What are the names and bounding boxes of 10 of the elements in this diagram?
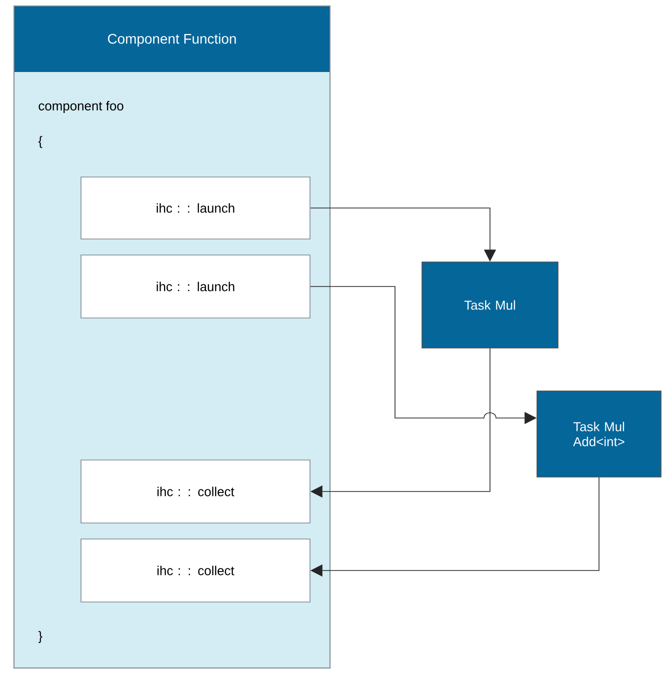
call-box: ihc : : collect xyxy=(80,460,310,524)
panel-title: Component Function xyxy=(108,34,236,46)
call-box: ihc : : collect xyxy=(80,538,310,602)
code-text: { xyxy=(38,136,42,148)
task-box: Task Mul Add<int> xyxy=(536,390,662,478)
task-box: Task Mul xyxy=(422,262,558,348)
code-text: component foo xyxy=(38,100,124,114)
call-box: ihc : : launch xyxy=(80,176,310,240)
code-text: } xyxy=(38,630,42,644)
call-box: ihc : : launch xyxy=(80,254,310,318)
